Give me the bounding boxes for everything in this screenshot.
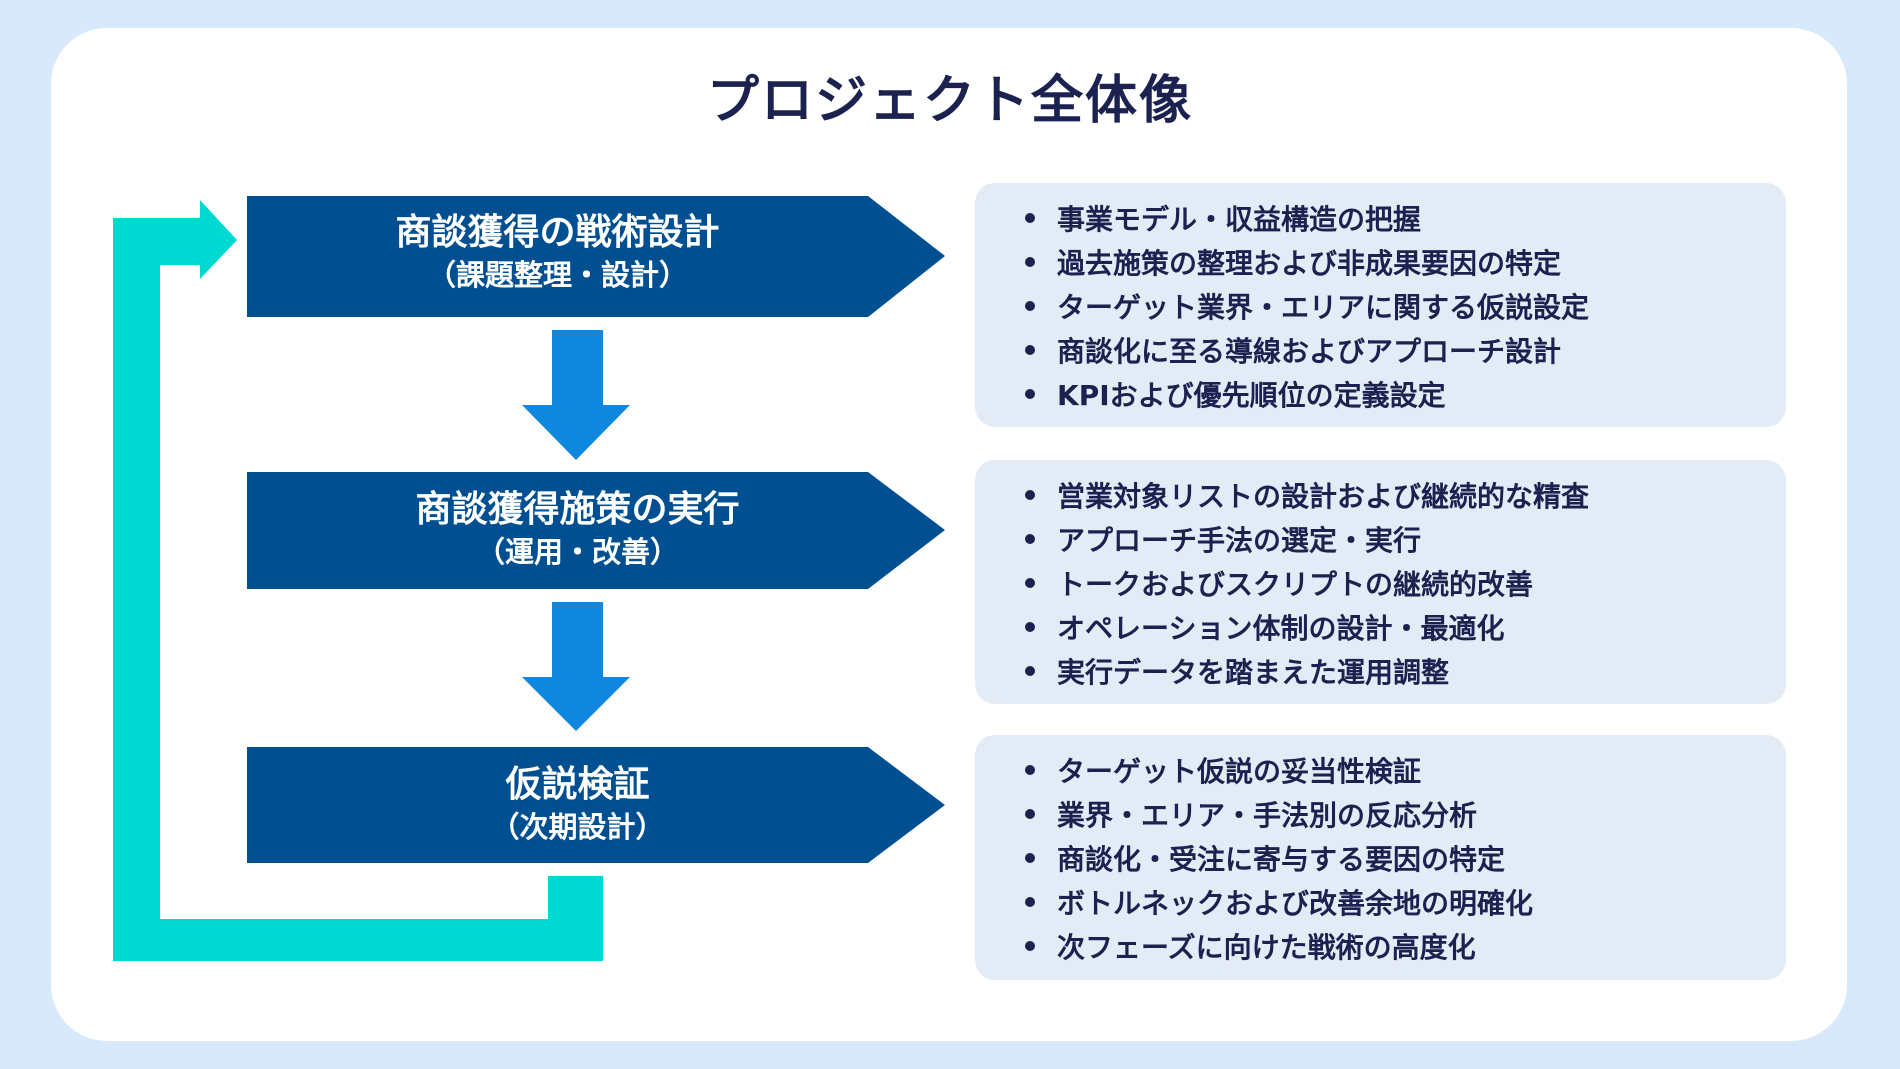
down-arrow-icon	[522, 602, 630, 731]
bullet-icon	[1025, 345, 1035, 355]
step-subtitle: （課題整理・設計）	[426, 258, 688, 292]
bullet-icon	[1025, 534, 1035, 544]
loop-back-arrow	[113, 200, 603, 961]
list-item: 実行データを踏まえた運用調整	[1025, 651, 1589, 695]
list-item: KPIおよび優先順位の定義設定	[1025, 374, 1589, 418]
details-list: ターゲット仮説の妥当性検証 業界・エリア・手法別の反応分析 商談化・受注に寄与す…	[1025, 750, 1533, 970]
step-subtitle: （次期設計）	[490, 810, 665, 844]
bullet-icon	[1025, 765, 1035, 775]
step-box-3	[247, 747, 945, 863]
list-item: 業界・エリア・手法別の反応分析	[1025, 794, 1533, 838]
step-box-1	[247, 196, 945, 317]
list-item: 営業対象リストの設計および継続的な精査	[1025, 475, 1589, 519]
details-list: 営業対象リストの設計および継続的な精査 アプローチ手法の選定・実行 トークおよび…	[1025, 475, 1589, 695]
step-1-label: 商談獲得の戦術設計 （課題整理・設計）	[247, 210, 868, 294]
list-item: 商談化・受注に寄与する要因の特定	[1025, 838, 1533, 882]
bullet-icon	[1025, 490, 1035, 500]
bullet-icon	[1025, 941, 1035, 951]
list-item: 次フェーズに向けた戦術の高度化	[1025, 926, 1533, 970]
step-title: 仮説検証	[505, 764, 650, 805]
step-3-details-panel: ターゲット仮説の妥当性検証 業界・エリア・手法別の反応分析 商談化・受注に寄与す…	[975, 735, 1786, 980]
details-list: 事業モデル・収益構造の把握 過去施策の整理および非成果要因の特定 ターゲット業界…	[1025, 198, 1589, 418]
bullet-icon	[1025, 301, 1035, 311]
list-item: 商談化に至る導線およびアプローチ設計	[1025, 330, 1589, 374]
list-item: ターゲット仮説の妥当性検証	[1025, 750, 1533, 794]
bullet-icon	[1025, 622, 1035, 632]
bullet-icon	[1025, 257, 1035, 267]
list-item: オペレーション体制の設計・最適化	[1025, 607, 1589, 651]
step-3-label: 仮説検証 （次期設計）	[267, 762, 888, 846]
step-title: 商談獲得施策の実行	[415, 489, 740, 530]
step-2-details-panel: 営業対象リストの設計および継続的な精査 アプローチ手法の選定・実行 トークおよび…	[975, 460, 1786, 704]
step-2-label: 商談獲得施策の実行 （運用・改善）	[267, 487, 888, 571]
bullet-icon	[1025, 213, 1035, 223]
down-arrow-icon	[522, 330, 630, 460]
bullet-icon	[1025, 897, 1035, 907]
list-item: アプローチ手法の選定・実行	[1025, 519, 1589, 563]
list-item: 事業モデル・収益構造の把握	[1025, 198, 1589, 242]
bullet-icon	[1025, 666, 1035, 676]
list-item: トークおよびスクリプトの継続的改善	[1025, 563, 1589, 607]
list-item: ターゲット業界・エリアに関する仮説設定	[1025, 286, 1589, 330]
step-box-2	[247, 472, 945, 589]
bullet-icon	[1025, 809, 1035, 819]
list-item: ボトルネックおよび改善余地の明確化	[1025, 882, 1533, 926]
page-title: プロジェクト全体像	[706, 71, 1193, 131]
bullet-icon	[1025, 578, 1035, 588]
bullet-icon	[1025, 853, 1035, 863]
step-subtitle: （運用・改善）	[475, 535, 679, 569]
step-title: 商談獲得の戦術設計	[395, 212, 720, 253]
list-item: 過去施策の整理および非成果要因の特定	[1025, 242, 1589, 286]
bullet-icon	[1025, 389, 1035, 399]
step-1-details-panel: 事業モデル・収益構造の把握 過去施策の整理および非成果要因の特定 ターゲット業界…	[975, 183, 1786, 427]
